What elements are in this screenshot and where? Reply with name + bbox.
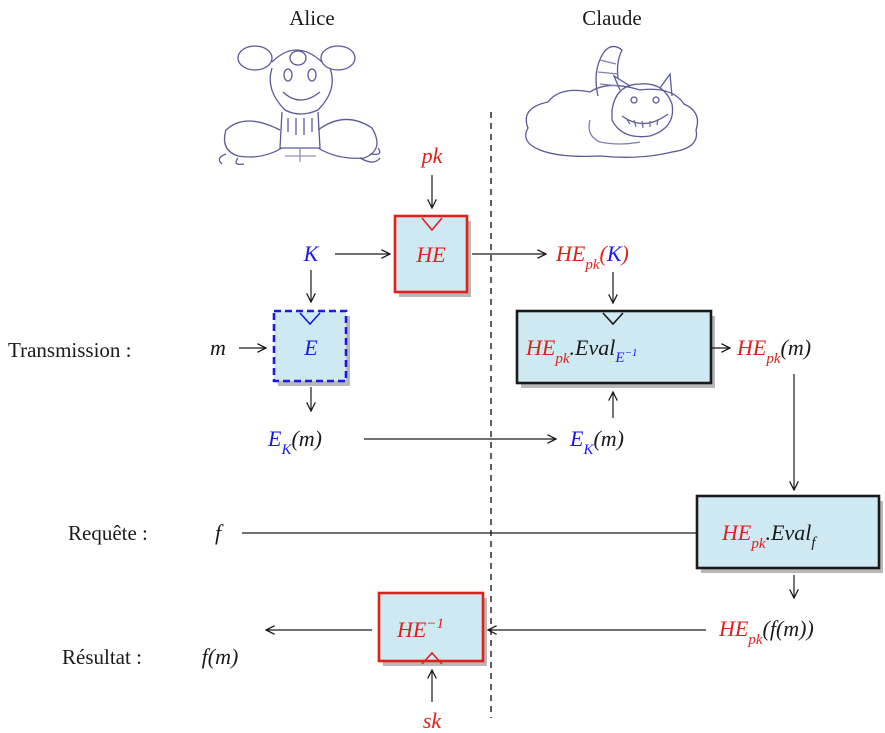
- encrypted-key: HEpk(K): [555, 241, 629, 273]
- alice-frog-illustration: [218, 45, 381, 166]
- row-label-request: Requête :: [68, 521, 148, 545]
- symbol-f: f: [215, 520, 224, 545]
- symbol-pk: pk: [420, 143, 444, 168]
- he-eval-decrypt-label: HEpk.EvalE−1: [525, 335, 637, 367]
- claude-label: Claude: [582, 6, 641, 30]
- he-decrypt-label: HE−1: [396, 616, 444, 642]
- symbol-sk: sk: [423, 708, 443, 733]
- encrypted-result: HEpk(f(m)): [718, 616, 814, 648]
- he-eval-function-label: HEpk.Evalf: [721, 520, 817, 552]
- claude-cat-illustration: [525, 45, 699, 158]
- he-eval-decrypt-box: HEpk.EvalE−1: [515, 309, 715, 388]
- he-eval-function-box: HEpk.Evalf: [695, 494, 883, 573]
- alice-label: Alice: [289, 6, 334, 30]
- row-label-result: Résultat :: [62, 645, 142, 669]
- symmetric-encrypt-label: E: [303, 335, 318, 360]
- ciphertext-left: EK(m): [267, 426, 322, 458]
- symmetric-encrypt-box: E: [272, 309, 350, 386]
- row-label-transmission: Transmission :: [8, 338, 132, 362]
- result-fm: f(m): [202, 644, 239, 669]
- symbol-K: K: [303, 241, 320, 266]
- he-decrypt-box: HE−1: [377, 591, 487, 666]
- he-encrypt-label: HE: [415, 242, 446, 267]
- symbol-m: m: [210, 335, 226, 360]
- he-encrypt-box: HE: [393, 214, 471, 297]
- encrypted-message: HEpk(m): [736, 335, 811, 367]
- ciphertext-right: EK(m): [569, 426, 624, 458]
